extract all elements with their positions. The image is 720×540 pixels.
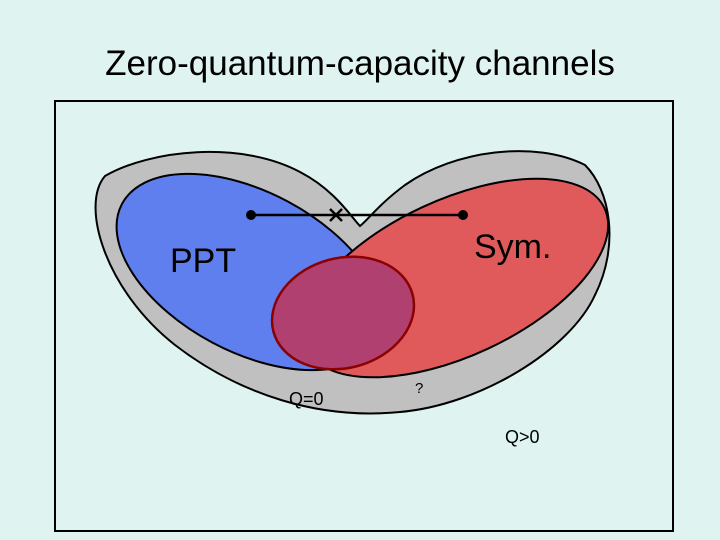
question-mark-label: ? — [415, 380, 423, 397]
zero-q-label: Q=0 — [289, 389, 324, 409]
q-positive-label: Q>0 — [505, 427, 540, 447]
sym-label: Sym. — [474, 228, 551, 266]
diagram-frame — [54, 100, 674, 532]
cross-mark — [329, 208, 343, 222]
ppt-label: PPT — [170, 242, 236, 280]
right-dot — [458, 210, 468, 220]
slide-title: Zero-quantum-capacity channels — [105, 44, 615, 83]
overlap-region — [270, 255, 416, 371]
left-dot — [246, 210, 256, 220]
